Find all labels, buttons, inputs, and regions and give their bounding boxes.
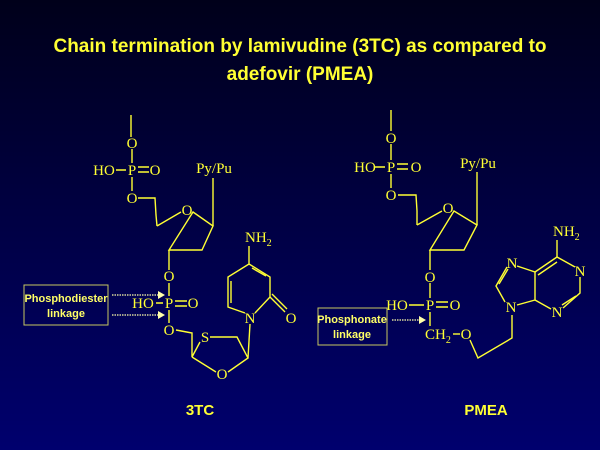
atom-o: O: [127, 191, 138, 207]
nh-text: NH: [245, 230, 267, 246]
arrowhead-icon: [419, 316, 426, 324]
atom-o: O: [182, 203, 193, 219]
atom-p: P: [426, 298, 434, 314]
base-label: Py/Pu: [196, 161, 232, 177]
subscript: 2: [267, 238, 272, 249]
atom-n: N: [575, 264, 586, 280]
box-label-line-2: linkage: [333, 329, 371, 341]
slide-title-line-2: adefovir (PMEA): [227, 64, 374, 85]
atom-ch2: CH2: [425, 327, 451, 346]
atom-o: O: [425, 270, 436, 286]
subscript: 2: [575, 232, 580, 243]
box-label-line-1: Phosphonate: [317, 314, 387, 326]
atom-o: O: [461, 327, 472, 343]
box-label-line-2: linkage: [47, 308, 85, 320]
atom-o: O: [164, 269, 175, 285]
atom-n: N: [506, 300, 517, 316]
compound-name-3tc: 3TC: [186, 402, 215, 419]
arrowhead-icon: [158, 291, 165, 319]
bonds-pmea: [375, 110, 581, 360]
atom-p: P: [387, 160, 395, 176]
dotted-arrows: [112, 294, 158, 316]
atom-p: P: [128, 163, 136, 179]
structure-pmea: O HO P O O O Py/Pu O HO P O CH2 O N N N …: [317, 110, 586, 419]
atom-o: O: [217, 367, 228, 383]
atom-ho: HO: [132, 296, 154, 312]
atom-o: O: [386, 188, 397, 204]
atom-o: O: [411, 160, 422, 176]
atom-o: O: [164, 323, 175, 339]
bonds-3tc: [116, 115, 288, 373]
atom-n: N: [507, 256, 518, 272]
phosphonate-label-box: [317, 307, 388, 346]
atom-nh2: NH2: [553, 224, 580, 243]
atom-n: N: [245, 311, 256, 327]
atom-o: O: [188, 296, 199, 312]
slide-title-line-1: Chain termination by lamivudine (3TC) as…: [53, 36, 546, 57]
base-label: Py/Pu: [460, 156, 496, 172]
atom-n: N: [552, 305, 563, 321]
atom-o: O: [386, 131, 397, 147]
structure-3tc: O HO P O O O Py/Pu O HO P O O S O N O NH…: [23, 115, 297, 419]
atom-ho: HO: [354, 160, 376, 176]
box-label-line-1: Phosphodiester: [24, 293, 108, 305]
atom-o: O: [127, 136, 138, 152]
atom-o: O: [450, 298, 461, 314]
atom-ho: HO: [93, 163, 115, 179]
atom-ho: HO: [386, 298, 408, 314]
ch-text: CH: [425, 327, 446, 343]
compound-name-pmea: PMEA: [464, 402, 508, 419]
atom-nh2: NH2: [245, 230, 272, 249]
atom-o: O: [150, 163, 161, 179]
phosphodiester-label-box: [23, 284, 109, 326]
atom-p: P: [165, 296, 173, 312]
subscript: 2: [446, 335, 451, 346]
atom-o: O: [443, 201, 454, 217]
nh-text: NH: [553, 224, 575, 240]
atom-o: O: [286, 311, 297, 327]
atom-s: S: [201, 330, 209, 346]
